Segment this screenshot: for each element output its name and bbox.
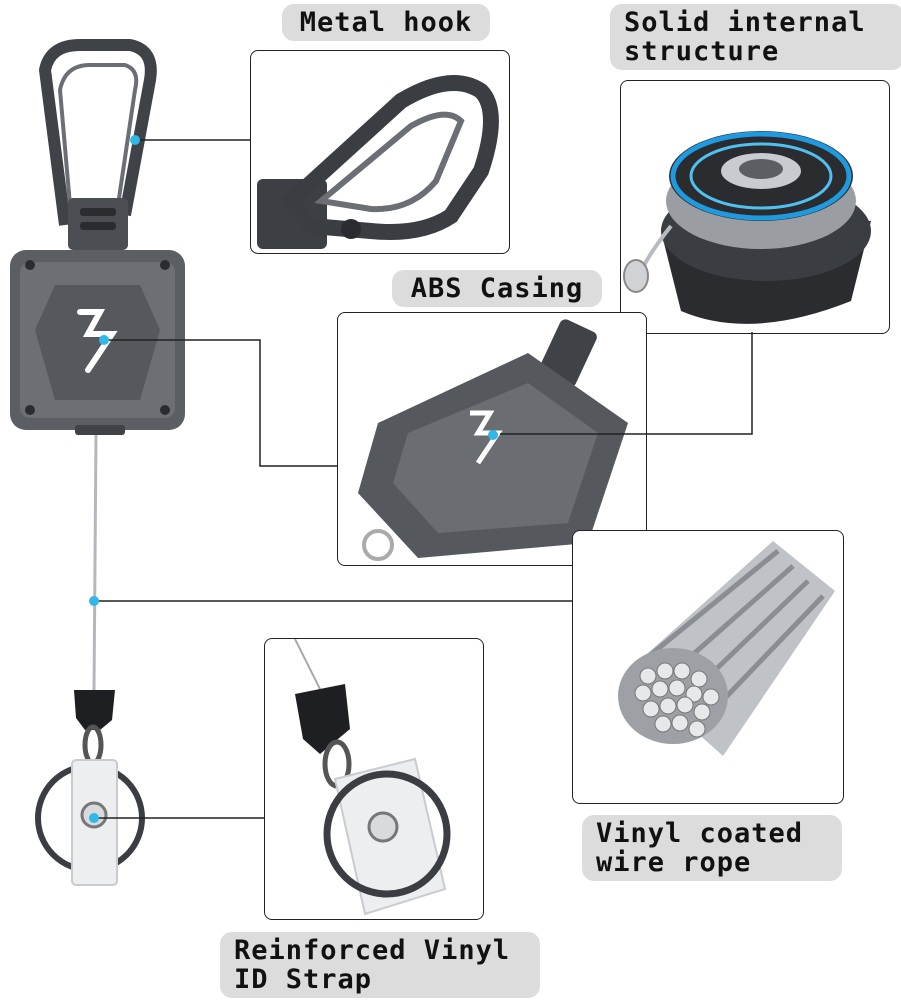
label-vinyl-coated-wire-rope: Vinyl coated wire rope [582, 815, 842, 881]
label-solid-internal-structure: Solid internal structure [610, 4, 901, 70]
panel-metal-hook-detail [250, 50, 510, 254]
panel-abs-casing-detail [337, 312, 647, 566]
reel-casing-icon [10, 250, 185, 435]
label-abs-casing: ABS Casing [392, 270, 602, 307]
wire-cable-icon [92, 434, 98, 691]
carabiner-closeup-image [257, 75, 499, 249]
label-reinforced-vinyl-id-strap: Reinforced Vinyl ID Strap [220, 932, 540, 998]
marker-hook-dot [130, 135, 140, 145]
panel-wire-rope-detail [572, 530, 844, 804]
marker-casing-dot [99, 335, 109, 345]
reel-internals-image [623, 131, 871, 324]
wire-rope-closeup-image [618, 541, 835, 756]
marker-strap-dot [89, 813, 99, 823]
carabiner-hook-icon [39, 39, 157, 250]
panel-id-strap-detail [264, 638, 484, 920]
panel-internal-structure-detail [620, 80, 890, 334]
leader-line-casing [104, 339, 337, 467]
label-metal-hook: Metal hook [282, 4, 490, 41]
marker-wire-dot [89, 596, 99, 606]
casing-closeup-image [358, 319, 628, 561]
id-strap-closeup-image [294, 639, 451, 916]
leader-line-structure [500, 332, 753, 435]
